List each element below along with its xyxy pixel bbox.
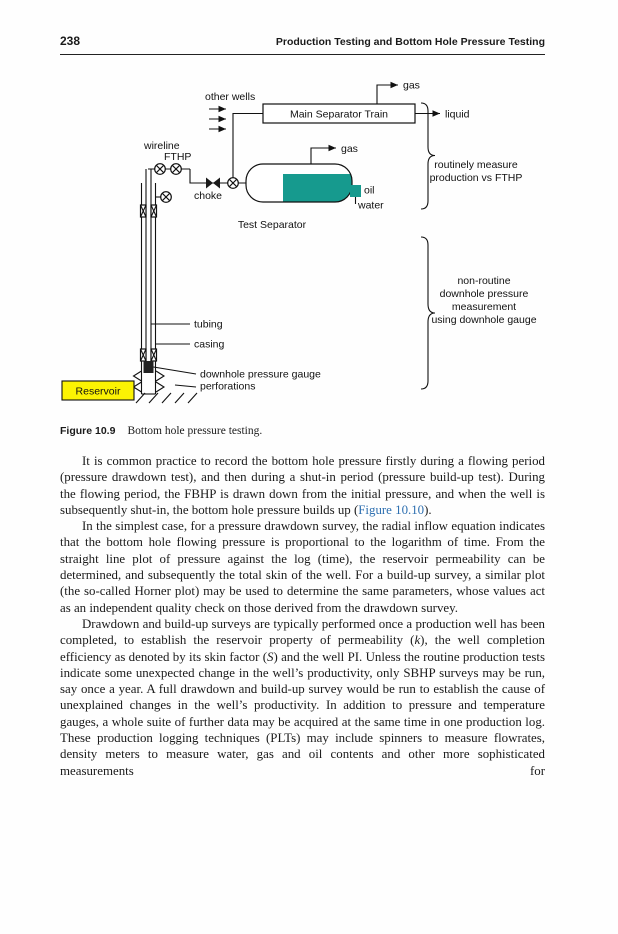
separator-vessel-outline (245, 163, 353, 203)
paragraph: It is common practice to record the bott… (60, 453, 545, 518)
separator-liquid-fill (283, 174, 352, 202)
label-gas-main: gas (403, 80, 420, 92)
label-water: water (357, 200, 384, 212)
valve-icon (170, 163, 182, 175)
label-casing: casing (194, 339, 225, 351)
figure-caption-label: Figure 10.9 (60, 425, 116, 437)
formation-hatch (135, 392, 198, 404)
page-number: 238 (60, 34, 81, 48)
label-main-separator-train: Main Separator Train (290, 109, 388, 121)
label-liquid: liquid (445, 109, 470, 121)
label-wireline: wireline (143, 140, 180, 152)
figure-caption-text: Bottom hole pressure testing. (127, 425, 263, 437)
text-segment: ), the well completion efficiency as den… (60, 633, 545, 664)
pipe-riser (232, 112, 263, 183)
brace-nonroutine (420, 236, 436, 390)
text-segment: In the simplest case, for a pressure dra… (60, 519, 545, 615)
text-segment: Drawdown and build-up surveys are typica… (60, 616, 545, 648)
paragraph: Drawdown and build-up surveys are typica… (60, 616, 545, 779)
perforation-marks (132, 370, 142, 393)
text-segment: S (267, 649, 274, 664)
figure-diagram: Main Separator Train gas liquid other we… (61, 80, 537, 404)
main-separator-box (262, 103, 416, 124)
test-separator-group: gas oil water Test Separator (238, 143, 384, 231)
pipe-testsep-gas (310, 144, 336, 164)
annotation-group: routinely measure production vs FTHP non… (420, 102, 537, 390)
label-reservoir: Reservoir (76, 386, 121, 398)
label-nonroutine-1: non-routine (457, 275, 510, 287)
label-fthp: FTHP (164, 151, 191, 163)
label-test-separator: Test Separator (238, 219, 307, 231)
text-segment: It is common practice to record the bott… (60, 454, 545, 517)
paragraph: In the simplest case, for a pressure dra… (60, 518, 545, 616)
figure-caption: Figure 10.9 Bottom hole pressure testing… (60, 425, 545, 437)
leader-gauge (153, 366, 197, 375)
valve-icon (154, 163, 166, 175)
downhole-gauge-icon (143, 361, 154, 373)
text-segment: ) and the well PI. Unless the routine pr… (60, 649, 545, 778)
label-nonroutine-2: downhole pressure (440, 288, 529, 300)
label-nonroutine-4: using downhole gauge (431, 314, 536, 326)
reservoir-highlight (61, 380, 135, 401)
label-downhole-gauge: downhole pressure gauge (200, 369, 321, 381)
label-choke: choke (194, 190, 222, 202)
wellhead-group: wireline FTHP choke (143, 140, 246, 203)
choke-valve-icon (206, 177, 220, 189)
label-nonroutine-3: measurement (452, 301, 516, 313)
text-segment: k (414, 633, 421, 648)
label-tubing: tubing (194, 319, 223, 331)
label-gas-test: gas (341, 143, 358, 155)
label-routinely-1: routinely measure (434, 159, 518, 171)
packer-icon (139, 348, 158, 362)
label-oil: oil (364, 185, 375, 197)
pipe-gas-outlet (376, 81, 398, 104)
figure-cross-reference[interactable]: Figure 10.10 (358, 502, 425, 517)
label-other-wells: other wells (205, 91, 255, 103)
well-group: tubing casing downhole pressure gauge pe… (61, 169, 321, 404)
brace-routine (420, 102, 436, 210)
text-segment: ). (424, 502, 432, 517)
packer-icon (139, 204, 158, 218)
body-text: It is common practice to record the bott… (60, 453, 545, 779)
main-separator-train-group: Main Separator Train gas liquid other we… (205, 80, 470, 183)
running-head-title: Production Testing and Bottom Hole Press… (275, 36, 545, 48)
leader-perforations (174, 384, 197, 388)
perforation-marks (155, 370, 166, 393)
running-head: 238 Production Testing and Bottom Hole P… (60, 34, 545, 55)
label-routinely-2: production vs FTHP (430, 172, 523, 184)
label-perforations: perforations (200, 381, 255, 393)
valve-icon (160, 191, 172, 203)
outlet-nozzle (350, 185, 361, 197)
valve-icon (227, 177, 239, 189)
